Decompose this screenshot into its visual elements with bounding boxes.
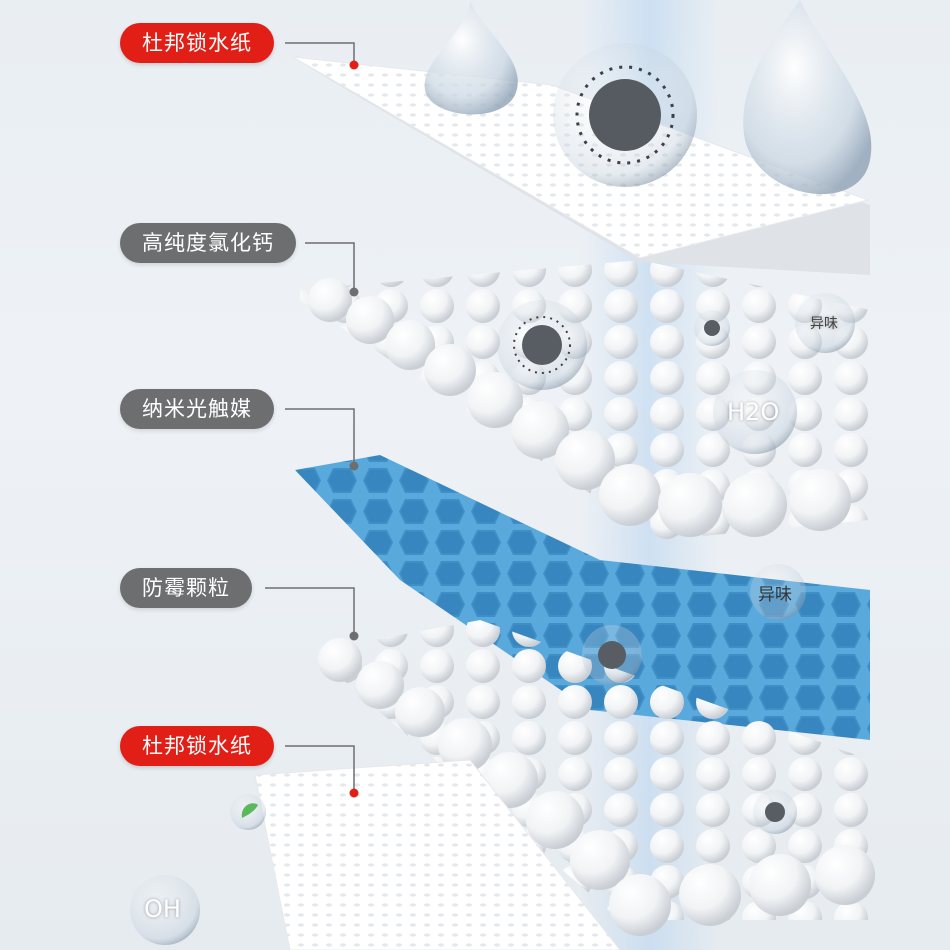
honeycomb-layer: [295, 455, 870, 740]
odor-bubble-top: [795, 293, 855, 353]
virus-bubble-large: [553, 43, 697, 187]
connector-lines: [265, 42, 355, 793]
odor-text-mid: 异味: [758, 585, 792, 605]
label-antimold: 防霉颗粒: [120, 568, 252, 608]
connector-dots: [349, 60, 359, 798]
label-photocatalyst: 纳米光触媒: [120, 389, 274, 429]
label-bottom-paper: 杜邦锁水纸: [120, 726, 274, 766]
water-drop-right: [743, 0, 872, 195]
antimold-ball-layer: [318, 620, 875, 936]
virus-bubble-right: [753, 790, 797, 834]
virus-bubble-tiny: [694, 310, 730, 346]
virus-bubble-small: [582, 625, 642, 685]
h2o-bubble: [713, 370, 797, 454]
label-calcium: 高纯度氯化钙: [120, 223, 296, 263]
oh-text: OH: [144, 895, 181, 923]
h2o-text: H2O: [727, 398, 780, 426]
water-drop-left: [424, 0, 518, 115]
bottom-paper-layer: [254, 759, 621, 950]
leaf-icon: [241, 803, 258, 818]
oh-bubble: [130, 875, 200, 945]
odor-bubble-mid: [750, 564, 806, 620]
label-top-paper: 杜邦锁水纸: [120, 23, 274, 63]
virus-bubble-mid: [497, 300, 587, 390]
odor-text-top: 异味: [810, 316, 838, 332]
